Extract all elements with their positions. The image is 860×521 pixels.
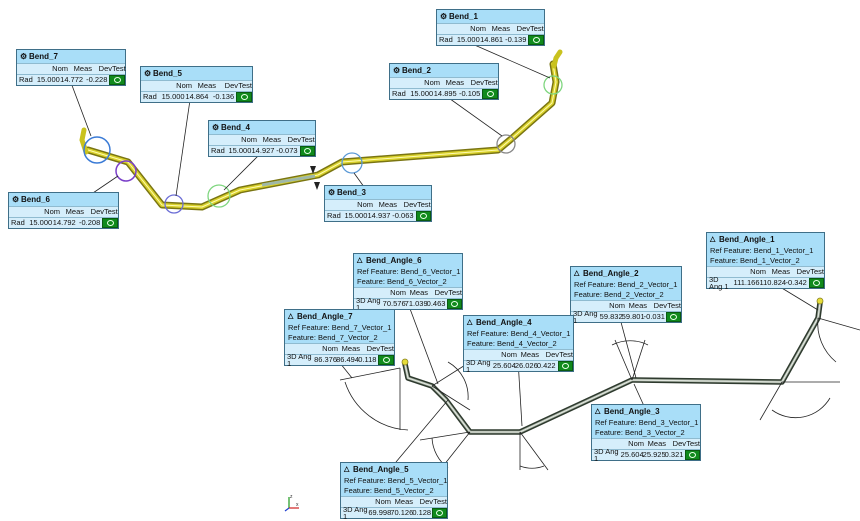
gear-icon: ⚙ (440, 11, 448, 21)
gear-icon: ⚙ (20, 51, 28, 61)
triangle-icon: △ (344, 466, 350, 473)
bend-angle-3-callout[interactable]: △Bend_Angle_3 Ref Feature: Bend_3_Vector… (591, 404, 701, 462)
dimension-markers (310, 166, 320, 190)
lower-tube-model (401, 297, 824, 435)
bend-angle-6-callout[interactable]: △Bend_Angle_6 Ref Feature: Bend_6_Vector… (353, 253, 463, 311)
bend-angle-7-callout[interactable]: △Bend_Angle_7 Ref Feature: Bend_7_Vector… (284, 309, 395, 367)
pass-indicator-icon (432, 508, 447, 518)
axis-triad-icon: z x (284, 494, 299, 512)
pass-indicator-icon (808, 278, 824, 288)
angle-indicators (339, 317, 860, 471)
svg-text:x: x (296, 502, 299, 508)
svg-text:z: z (290, 494, 293, 500)
pass-indicator-icon (415, 211, 432, 221)
triangle-icon: △ (288, 313, 294, 320)
pass-indicator-icon (102, 218, 118, 228)
pass-indicator-icon (482, 89, 498, 99)
gear-icon: ⚙ (144, 68, 152, 78)
pass-indicator-icon (446, 299, 462, 309)
pass-indicator-icon (378, 355, 394, 365)
gear-icon: ⚙ (12, 194, 20, 204)
gear-icon: ⚙ (328, 187, 336, 197)
triangle-icon: △ (595, 408, 601, 415)
pass-indicator-icon (236, 92, 252, 102)
bend-angle-2-callout[interactable]: △Bend_Angle_2 Ref Feature: Bend_2_Vector… (570, 266, 682, 324)
pass-indicator-icon (109, 75, 125, 85)
bend-angle-4-callout[interactable]: △Bend_Angle_4 Ref Feature: Bend_4_Vector… (463, 315, 574, 373)
pass-indicator-icon (665, 312, 681, 322)
gear-icon: ⚙ (393, 65, 401, 75)
gear-icon: ⚙ (212, 122, 220, 132)
triangle-icon: △ (574, 270, 580, 277)
pass-indicator-icon (299, 146, 316, 156)
upper-tube-model (79, 49, 563, 214)
pass-indicator-icon (528, 35, 544, 45)
callout-title: ⚙Bend_7 (20, 51, 58, 61)
triangle-icon: △ (710, 236, 716, 243)
pass-indicator-icon (684, 450, 700, 460)
bend-angle-1-callout[interactable]: △Bend_Angle_1 Ref Feature: Bend_1_Vector… (706, 232, 825, 290)
triangle-icon: △ (467, 319, 473, 326)
triangle-icon: △ (357, 257, 363, 264)
pass-indicator-icon (557, 361, 573, 371)
bend-angle-5-callout[interactable]: △Bend_Angle_5 Ref Feature: Bend_5_Vector… (340, 462, 448, 520)
